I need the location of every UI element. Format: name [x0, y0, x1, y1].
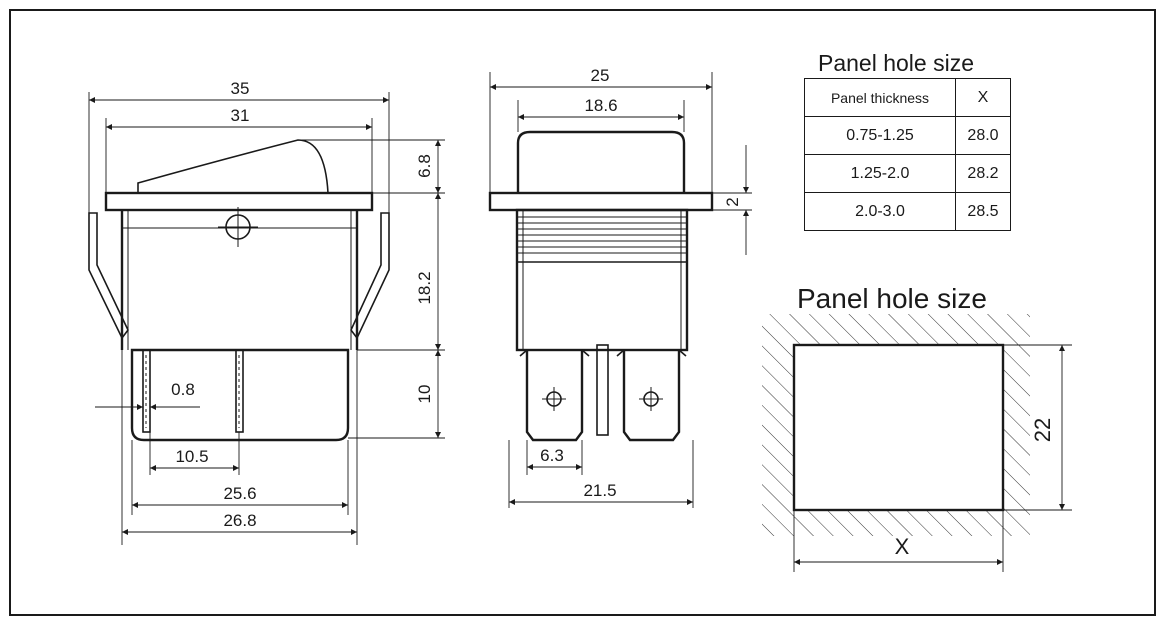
- left-clip: [88, 212, 129, 340]
- header-panel-thickness: Panel thickness: [804, 78, 956, 117]
- dim-outer-base-width: 26.8: [223, 511, 256, 530]
- dim-overall-width: 35: [231, 79, 250, 98]
- hole-width-label: X: [895, 534, 910, 559]
- side-view: 25 18.6 2 6.3 21.5: [488, 66, 752, 508]
- dim-terminal-span: 21.5: [583, 481, 616, 500]
- terminal-hole-right: [639, 387, 663, 411]
- side-body: [515, 208, 689, 352]
- side-terminal-left: [525, 350, 584, 442]
- dim-terminal-thickness: 0.8: [171, 380, 195, 399]
- dim-base-width: 25.6: [223, 484, 256, 503]
- cell-x: 28.0: [955, 116, 1011, 155]
- front-view: 35 31 6.8 18.2 10 0.8 10.5 25.6 26.8: [88, 79, 445, 545]
- panel-hole-diagram: X 22: [762, 314, 1072, 572]
- table-row: 2.0-3.0 28.5: [804, 192, 1011, 231]
- cell-thickness: 2.0-3.0: [804, 192, 956, 231]
- hole-title: Panel hole size: [797, 283, 987, 314]
- side-terminal-right: [622, 350, 681, 442]
- dim-side-flange-width: 25: [591, 66, 610, 85]
- front-terminal-left: [142, 349, 151, 433]
- front-body: [120, 210, 359, 350]
- dim-terminal-width: 6.3: [540, 446, 564, 465]
- cell-thickness: 0.75-1.25: [804, 116, 956, 155]
- table-row: 0.75-1.25 28.0: [804, 116, 1011, 155]
- table-title: Panel hole size: [818, 50, 974, 76]
- right-clip: [350, 212, 390, 340]
- cell-x: 28.5: [955, 192, 1011, 231]
- side-cap: [516, 130, 686, 193]
- panel-thickness-table: Panel thickness X 0.75-1.25 28.0 1.25-2.…: [804, 78, 1011, 231]
- panel-hatch: [762, 314, 1030, 536]
- side-terminal-center: [596, 344, 609, 436]
- dim-actuator-height: 6.8: [415, 154, 434, 178]
- drawing-frame: [9, 9, 1156, 616]
- table-row: 1.25-2.0 28.2: [804, 154, 1011, 193]
- cell-thickness: 1.25-2.0: [804, 154, 956, 193]
- front-base: [130, 348, 350, 442]
- dim-terminal-pitch: 10.5: [175, 447, 208, 466]
- panel-hole: [792, 343, 1005, 512]
- cell-x: 28.2: [955, 154, 1011, 193]
- dim-flange-width: 31: [231, 106, 250, 125]
- front-terminal-right: [235, 349, 244, 433]
- rocker-actuator: [137, 139, 329, 194]
- front-flange: [104, 191, 374, 212]
- dim-body-height: 18.2: [415, 271, 434, 304]
- dim-cap-width: 18.6: [584, 96, 617, 115]
- table-header-row: Panel thickness X: [804, 78, 1011, 117]
- dim-flange-thickness: 2: [723, 197, 742, 206]
- hole-height-label: 22: [1030, 418, 1055, 442]
- side-ribs: [517, 210, 687, 350]
- side-flange: [488, 191, 714, 212]
- terminal-hole-left: [542, 387, 566, 411]
- header-x: X: [955, 78, 1011, 117]
- dim-terminal-height: 10: [415, 385, 434, 404]
